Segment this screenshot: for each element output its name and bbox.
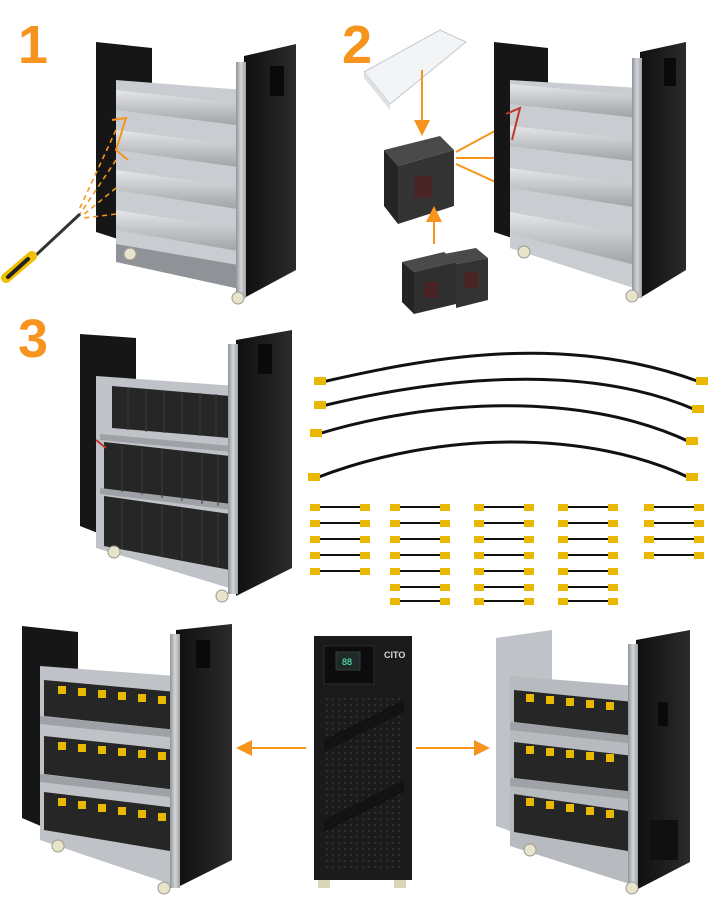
jumper-group-1 (310, 504, 370, 575)
jumper-group-2 (390, 504, 450, 605)
ups-display-readout: 88 (342, 657, 352, 667)
wired-cabinet-left (22, 624, 232, 895)
ups-brand-label: CITO (384, 650, 405, 660)
step3-cabinet (80, 330, 292, 603)
battery-single (384, 136, 454, 224)
jumper-group-4 (558, 504, 618, 605)
ups-front-cabinet (314, 636, 412, 888)
step-number-1: 1 (18, 15, 49, 75)
long-cables (315, 351, 701, 480)
step-number-3: 3 (18, 309, 49, 369)
short-jumpers (310, 504, 704, 605)
battery-pair (402, 248, 488, 314)
step2-cabinet (494, 42, 686, 303)
battery-tray (363, 29, 467, 110)
step-number-2: 2 (342, 15, 373, 75)
wired-cabinet-right (496, 630, 690, 895)
jumper-group-5 (644, 504, 704, 559)
step1-cabinet (96, 42, 296, 305)
screwdriver-guide-lines (77, 129, 117, 219)
screwdriver-icon (1, 212, 82, 283)
long-cable-terminals (308, 377, 708, 481)
jumper-group-3 (474, 504, 534, 605)
